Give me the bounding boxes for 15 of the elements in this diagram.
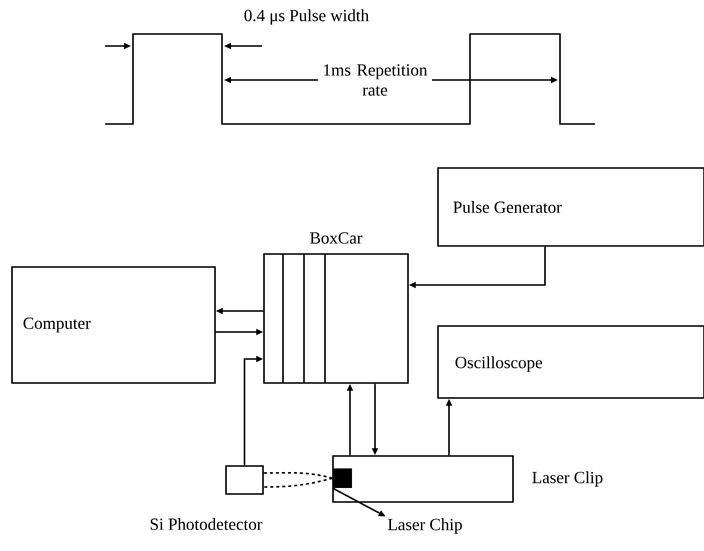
boxcar-box: BoxCar	[263, 232, 409, 384]
laser-clip-box: Laser Clip	[332, 455, 602, 503]
photodetector-box: Si Photodetector	[150, 465, 264, 530]
laser-chip	[332, 468, 352, 488]
dimension-label: 1ms Repetition rate	[318, 63, 432, 97]
oscilloscope-box: Oscilloscope	[437, 325, 704, 399]
computer-box: Computer	[11, 266, 216, 384]
label-text: Laser Chip	[388, 518, 462, 534]
node-label: BoxCar	[310, 232, 362, 244]
light-beam	[264, 472, 333, 479]
node-label: Laser Clip	[532, 471, 602, 487]
light-beam	[264, 477, 333, 488]
node-label: Si Photodetector	[150, 518, 262, 530]
generator-box: Pulse Generator	[437, 167, 704, 247]
dimension-label: 0.4 μs Pulse width	[244, 9, 369, 25]
